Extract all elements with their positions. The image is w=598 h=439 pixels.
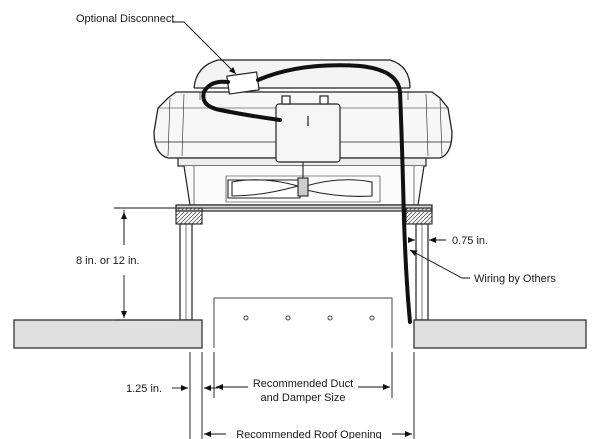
disconnect-box bbox=[226, 71, 260, 95]
duct-size-label-line2: and Damper Size bbox=[261, 392, 346, 404]
wiring bbox=[201, 63, 412, 324]
fan-wheel bbox=[225, 158, 381, 203]
motor bbox=[275, 95, 341, 163]
dimension-lines bbox=[114, 21, 470, 439]
roof-opening-label: Recommended Roof Opening bbox=[236, 429, 382, 439]
curb-height-label: 8 in. or 12 in. bbox=[76, 255, 140, 267]
duct-damper bbox=[213, 297, 393, 348]
curb-flange bbox=[175, 207, 433, 225]
curb-wall-thickness-label: 0.75 in. bbox=[452, 235, 488, 247]
duct-size-label-line1: Recommended Duct bbox=[253, 378, 353, 390]
flange-gap-label: 1.25 in. bbox=[126, 383, 162, 395]
curb-walls bbox=[179, 223, 429, 321]
roof-deck bbox=[13, 319, 587, 349]
optional-disconnect-label: Optional Disconnect bbox=[76, 13, 174, 25]
wiring-label: Wiring by Others bbox=[474, 273, 556, 285]
